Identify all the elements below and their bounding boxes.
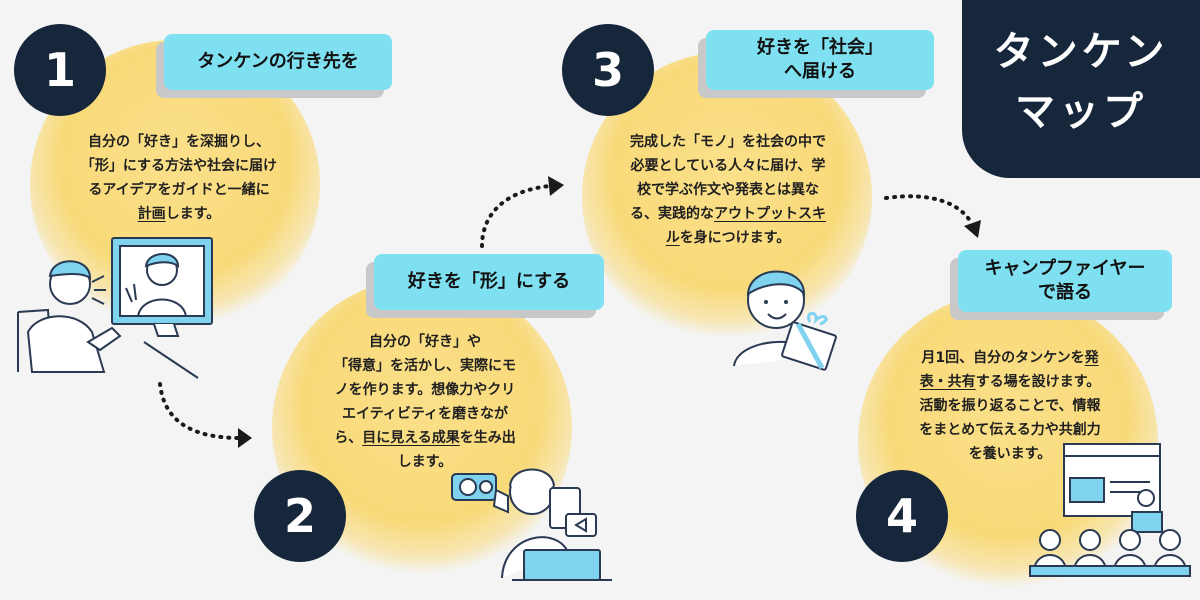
- arrow-step-3-to-4: [884, 194, 981, 238]
- description-line: ルを身につけます。: [590, 226, 866, 250]
- step-2-heading: 好きを「形」にする: [374, 254, 604, 310]
- emphasis-text: 発: [1084, 350, 1099, 366]
- description-text: を生み出: [459, 430, 516, 446]
- emphasis-text: 表・共有: [919, 374, 976, 390]
- description-line: 必要としている人々に届け、学: [590, 154, 866, 178]
- step-4-heading-line-1: キャンプファイヤー: [984, 258, 1146, 279]
- description-line: 「形」にする方法や社会に届け: [44, 154, 314, 178]
- description-line: 表・共有する場を設けます。: [880, 370, 1140, 394]
- description-text: 校で学ぶ作文や発表とは異な: [637, 182, 819, 198]
- description-line: 月1回、自分のタンケンを発: [880, 346, 1140, 370]
- online-call-illustration: [17, 237, 213, 379]
- description-text: 必要としている人々に届け、学: [630, 158, 826, 174]
- step-3-number-badge: 3: [562, 24, 654, 116]
- description-line: るアイデアをガイドと一緒に: [44, 178, 314, 202]
- step-4-number-badge: 4: [856, 470, 948, 562]
- description-text: 自分の「好き」や: [369, 334, 481, 350]
- description-text: 月1回、自分のタンケンを: [921, 350, 1085, 366]
- description-line: 自分の「好き」を深掘りし、: [44, 130, 314, 154]
- description-text: します。: [397, 454, 453, 470]
- description-text: ノを作ります。想像力やクリ: [334, 382, 516, 398]
- creator-illustration: [451, 468, 612, 581]
- step-3-heading: 好きを「社会」 へ届ける: [706, 30, 934, 90]
- presentation-illustration: [1029, 443, 1191, 577]
- description-line: ら、目に見える成果を生み出: [300, 426, 550, 450]
- description-text: るアイデアをガイドと一緒に: [88, 182, 270, 198]
- step-3-heading-line-1: 好きを「社会」: [757, 37, 883, 58]
- description-line: 校で学ぶ作文や発表とは異な: [590, 178, 866, 202]
- step-3-heading-line-2: へ届ける: [784, 61, 856, 82]
- description-line: 完成した「モノ」を社会の中で: [590, 130, 866, 154]
- step-2-heading-line: 好きを「形」にする: [407, 271, 571, 292]
- description-text: をまとめて伝える力や共創力: [919, 422, 1101, 438]
- description-line: エイティビティを磨きなが: [300, 402, 550, 426]
- description-text: 自分の「好き」を深掘りし、: [88, 134, 270, 150]
- step-2-number-badge: 2: [254, 470, 346, 562]
- step-2-description: 自分の「好き」や「得意」を活かし、実際にモノを作ります。想像力やクリエイティビテ…: [300, 330, 550, 474]
- map-title-line-1: タンケン: [993, 29, 1169, 75]
- gift-kid-illustration: [733, 270, 837, 371]
- description-line: 計画します。: [44, 202, 314, 226]
- description-text: 完成した「モノ」を社会の中で: [630, 134, 826, 150]
- description-line: ノを作ります。想像力やクリ: [300, 378, 550, 402]
- description-text: ら、: [334, 430, 363, 446]
- step-1-heading: タンケンの行き先を: [164, 34, 392, 90]
- description-text: 「形」にする方法や社会に届け: [80, 158, 278, 174]
- step-1-heading-line: タンケンの行き先を: [197, 51, 359, 72]
- arrow-step-1-to-2: [158, 382, 252, 448]
- description-line: をまとめて伝える力や共創力: [880, 418, 1140, 442]
- step-4-description: 月1回、自分のタンケンを発表・共有する場を設けます。活動を振り返ることで、情報を…: [880, 346, 1140, 466]
- step-4-heading: キャンプファイヤー で語る: [958, 250, 1172, 312]
- description-text: る、実践的な: [630, 206, 714, 222]
- step-1-number-badge: 1: [14, 24, 106, 116]
- description-line: る、実践的なアウトプットスキ: [590, 202, 866, 226]
- description-text: 活動を振り返ることで、情報: [919, 398, 1101, 414]
- step-4-heading-line-2: で語る: [1038, 282, 1092, 303]
- description-text: エイティビティを磨きなが: [341, 406, 509, 422]
- arrow-step-2-to-3: [480, 176, 564, 248]
- map-title-line-2: マップ: [1015, 89, 1147, 135]
- description-text: を養います。: [968, 446, 1052, 462]
- description-text: 「得意」を活かし、実際にモ: [334, 358, 516, 374]
- description-line: 活動を振り返ることで、情報: [880, 394, 1140, 418]
- step-3-description: 完成した「モノ」を社会の中で必要としている人々に届け、学校で学ぶ作文や発表とは異…: [590, 130, 866, 250]
- emphasis-text: アウトプットスキ: [714, 206, 826, 222]
- emphasis-text: ル: [665, 230, 680, 246]
- description-text: する場を設けます。: [975, 374, 1101, 390]
- description-line: します。: [300, 450, 550, 474]
- description-line: 自分の「好き」や: [300, 330, 550, 354]
- description-text: します。: [165, 206, 221, 222]
- emphasis-text: 計画: [137, 206, 166, 222]
- step-1-description: 自分の「好き」を深掘りし、「形」にする方法や社会に届けるアイデアをガイドと一緒に…: [44, 130, 314, 226]
- description-line: を養います。: [880, 442, 1140, 466]
- emphasis-text: 目に見える成果: [362, 430, 460, 446]
- map-title-panel: タンケン マップ: [962, 0, 1200, 178]
- description-line: 「得意」を活かし、実際にモ: [300, 354, 550, 378]
- description-text: を身につけます。: [679, 230, 791, 246]
